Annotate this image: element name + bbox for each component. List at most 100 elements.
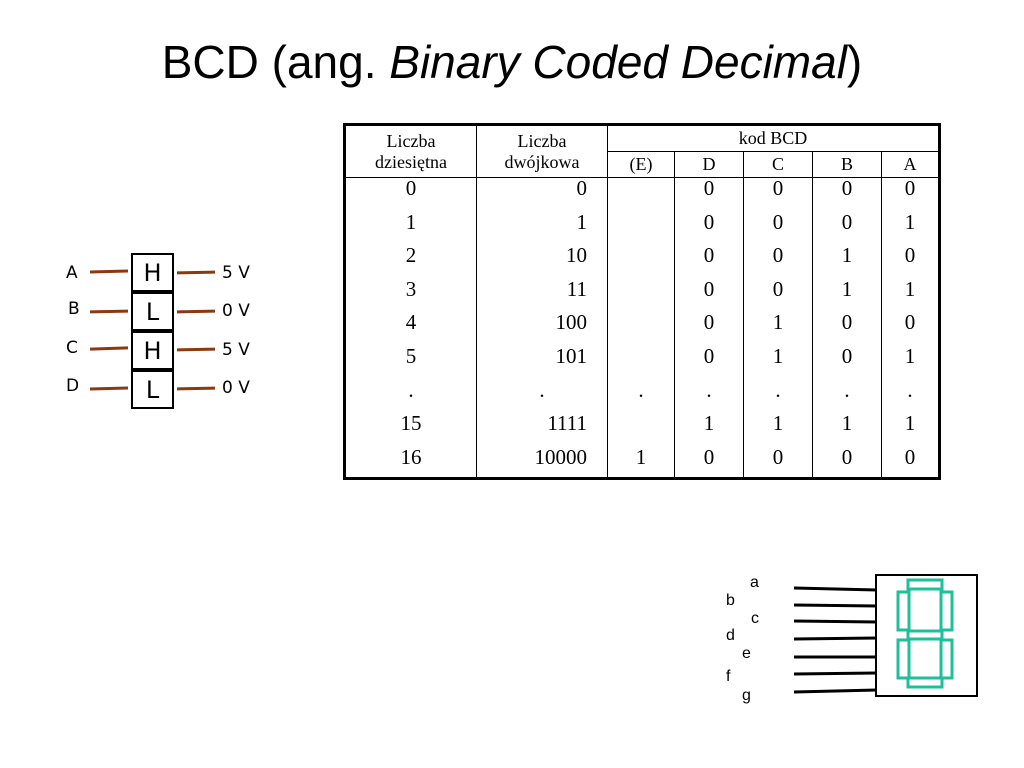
- state-cell-1: H: [131, 253, 174, 292]
- wire-segment-g: [793, 688, 878, 694]
- state-cell-2: L: [131, 292, 174, 331]
- table-row: . . . . . . .: [344, 379, 940, 414]
- wire-segment-b: [793, 603, 878, 608]
- segment-label-b: b: [726, 592, 735, 609]
- seven-segment-display: [875, 574, 978, 697]
- cell-a: 1: [881, 278, 940, 313]
- header-col-e: (E): [607, 151, 675, 178]
- input-label-a: A: [66, 263, 78, 283]
- cell-e: .: [607, 379, 675, 414]
- cell-e: [607, 345, 675, 380]
- cell-d: 0: [674, 211, 744, 246]
- cell-b: 1: [812, 413, 882, 447]
- input-label-c: C: [66, 338, 78, 358]
- cell-b: 1: [812, 278, 882, 313]
- cell-d: 0: [674, 312, 744, 346]
- cell-binary: 1111: [476, 413, 608, 447]
- cell-d: .: [674, 379, 744, 414]
- wire-segment-d: [793, 636, 878, 641]
- cell-decimal: 0: [344, 177, 477, 212]
- segment-bottom: [906, 676, 944, 689]
- cell-a: 0: [881, 177, 940, 212]
- table-row: 5 101 0 1 0 1: [344, 345, 940, 380]
- cell-d: 0: [674, 278, 744, 313]
- cell-a: 1: [881, 211, 940, 246]
- input-label-b: B: [68, 299, 80, 319]
- header-decimal: Liczba dziesiętna: [344, 124, 477, 178]
- cell-binary: 10: [476, 245, 608, 279]
- table-row: 2 10 0 0 1 0: [344, 245, 940, 279]
- segment-label-e: e: [742, 645, 751, 662]
- table-row: 16 10000 1 0 0 0 0: [344, 446, 940, 479]
- table-row: 1 1 0 0 0 1: [344, 211, 940, 246]
- segment-label-f: f: [726, 668, 731, 685]
- cell-decimal: 4: [344, 312, 477, 346]
- header-bcd: kod BCD: [607, 124, 940, 152]
- state-cell-4: L: [131, 370, 174, 409]
- cell-decimal: 5: [344, 346, 477, 380]
- cell-binary: .: [476, 379, 608, 414]
- voltage-label-4: 0 V: [222, 378, 250, 398]
- cell-a: 0: [881, 446, 940, 479]
- cell-c: 0: [743, 446, 813, 479]
- table-row: 4 100 0 1 0 0: [344, 312, 940, 346]
- cell-a: 1: [881, 346, 940, 380]
- segment-lower-left: [896, 638, 911, 680]
- cell-decimal: 16: [344, 446, 477, 479]
- table-row: 15 1111 1 1 1 1: [344, 413, 940, 447]
- cell-b: 0: [812, 211, 882, 246]
- cell-binary: 10000: [476, 446, 608, 479]
- cell-b: .: [812, 379, 882, 414]
- cell-binary: 0: [476, 177, 608, 212]
- cell-binary: 1: [476, 211, 608, 246]
- cell-c: 0: [743, 278, 813, 313]
- segment-middle: [906, 629, 944, 641]
- header-col-b: B: [812, 151, 882, 178]
- cell-c: 0: [743, 211, 813, 246]
- cell-a: .: [881, 379, 940, 414]
- cell-a: 0: [881, 312, 940, 346]
- cell-b: 1: [812, 245, 882, 279]
- segment-upper-left: [896, 590, 911, 632]
- cell-b: 0: [812, 312, 882, 346]
- title-emphasis: Binary Coded Decimal: [389, 36, 847, 88]
- table-row: 3 11 0 0 1 1: [344, 278, 940, 313]
- cell-d: 0: [674, 245, 744, 279]
- cell-e: [607, 245, 675, 279]
- voltage-label-2: 0 V: [222, 301, 250, 321]
- cell-decimal: 3: [344, 278, 477, 313]
- cell-e: [607, 413, 675, 447]
- table-row: 0 0 0 0 0 0: [344, 177, 940, 212]
- cell-e: [607, 278, 675, 313]
- title-suffix: ): [846, 36, 863, 88]
- segment-top: [906, 578, 944, 591]
- state-cell-3: H: [131, 331, 174, 370]
- voltage-label-1: 5 V: [222, 263, 250, 283]
- title-prefix: BCD (ang.: [161, 36, 390, 88]
- segment-upper-right: [939, 590, 954, 632]
- wire-segment-a: [793, 586, 878, 592]
- cell-d: 0: [674, 177, 744, 212]
- segment-label-c: c: [751, 610, 759, 627]
- cell-c: 1: [743, 413, 813, 447]
- cell-binary: 101: [476, 346, 608, 380]
- header-col-a: A: [881, 151, 940, 178]
- cell-b: 0: [812, 346, 882, 380]
- wire-segment-f: [793, 671, 878, 676]
- cell-decimal: .: [344, 379, 477, 414]
- cell-binary: 11: [476, 278, 608, 313]
- cell-a: 0: [881, 245, 940, 279]
- voltage-label-3: 5 V: [222, 340, 250, 360]
- input-label-d: D: [66, 376, 80, 396]
- cell-e: [607, 177, 675, 212]
- segment-label-g: g: [742, 687, 751, 704]
- header-binary: Liczba dwójkowa: [476, 124, 608, 178]
- cell-a: 1: [881, 413, 940, 447]
- header-col-c: C: [743, 151, 813, 178]
- cell-e: 1: [607, 446, 675, 479]
- cell-d: 1: [674, 413, 744, 447]
- segment-label-d: d: [726, 627, 735, 644]
- header-col-d: D: [674, 151, 744, 178]
- cell-decimal: 1: [344, 211, 477, 246]
